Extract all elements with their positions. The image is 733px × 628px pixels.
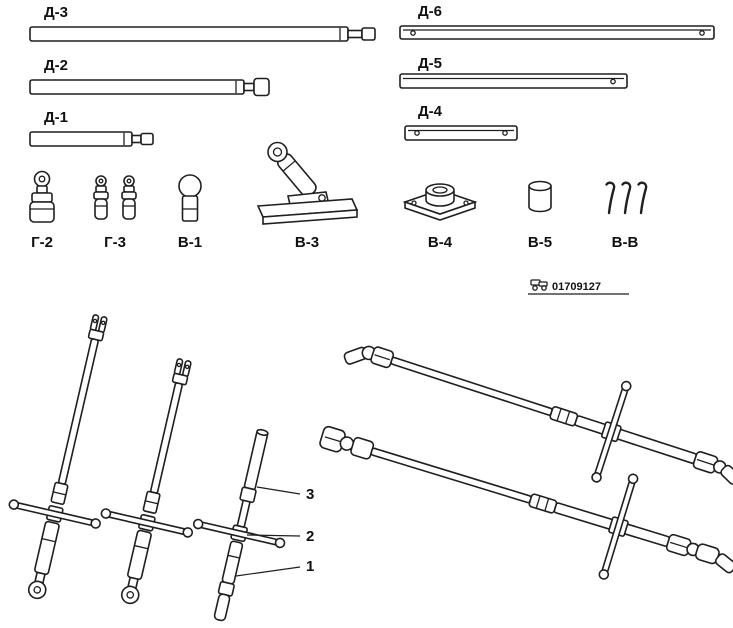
part-vv: В-В [605,181,648,251]
part-g2: Г-2 [29,170,55,251]
part-g2-label: Г-2 [31,234,53,251]
stamp-number: 01709127 [552,281,601,293]
callout-3-label: 3 [306,486,314,503]
bar-d4-label: Д-4 [418,103,443,120]
stamp-logo-icon [530,279,548,291]
assembly-right-lower [319,425,733,580]
bar-d5-label: Д-5 [418,55,442,72]
part-v5: В-5 [528,180,552,251]
assembly-right-upper [343,345,733,485]
part-g3-label: Г-3 [104,234,126,251]
callout-1-label: 1 [306,558,314,575]
part-v5-label: В-5 [528,234,552,251]
bar-d6-label: Д-6 [418,3,442,20]
part-v1: В-1 [178,174,202,251]
part-v4-label: В-4 [428,234,453,251]
assembly-left-1 [8,314,108,600]
part-v4: В-4 [402,183,478,251]
part-v3: В-3 [256,141,359,251]
bar-d4: Д-4 [404,103,518,141]
part-v1-label: В-1 [178,234,202,251]
callout-2-label: 2 [306,528,314,545]
stamp: 01709127 [528,279,629,295]
callout-2: 2 [246,528,314,545]
bar-d6: Д-6 [399,3,715,40]
part-g3: Г-3 [93,175,137,251]
rod-d2-label: Д-2 [44,57,68,74]
callout-1: 1 [235,558,314,577]
rod-d3: Д-3 [29,4,376,42]
rod-d3-label: Д-3 [44,4,68,21]
bar-d5: Д-5 [399,55,628,89]
rod-d1-label: Д-1 [44,109,68,126]
assembly-left-3 [192,428,286,622]
assembly-left-2 [100,358,194,605]
rod-d1: Д-1 [29,109,154,147]
callout-3: 3 [256,486,314,503]
rod-d2: Д-2 [29,57,270,97]
part-v3-label: В-3 [295,234,319,251]
part-vv-label: В-В [612,234,639,251]
